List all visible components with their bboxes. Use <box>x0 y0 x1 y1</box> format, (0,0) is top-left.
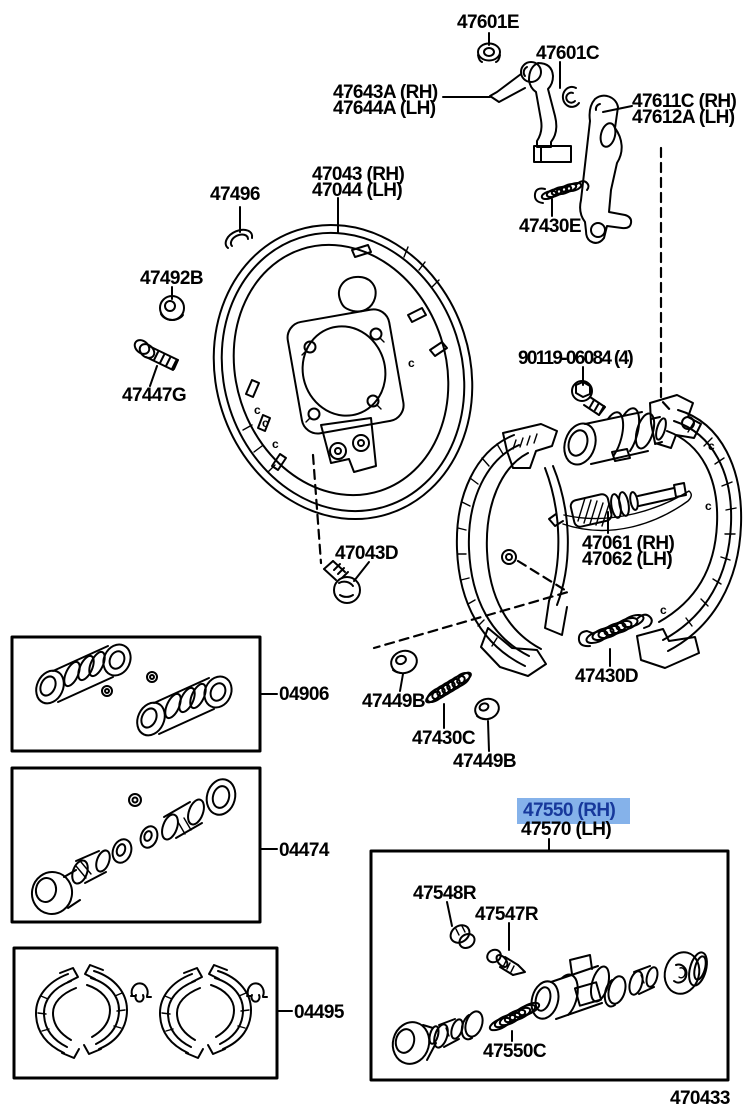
nut-47601e-drawing <box>477 42 501 63</box>
bleeder-cap-47548r-drawing <box>449 924 476 950</box>
cup-left-drawing <box>460 1010 484 1041</box>
part-label-47043: 47043 (RH) <box>312 164 405 185</box>
clip-47496-drawing <box>224 228 254 249</box>
cup-right-drawing <box>603 975 627 1008</box>
part-label-47043d: 47043D <box>335 543 399 564</box>
piston-left-drawing <box>433 1018 464 1049</box>
part-label-47612a: 47612A (LH) <box>632 107 735 128</box>
plate-mark-c-1: c <box>408 356 415 370</box>
part-label-47061: 47061 (RH) <box>582 533 675 554</box>
spring-47430c-drawing <box>425 671 472 704</box>
plate-mark-c-3: c <box>262 416 269 430</box>
part-label-04495: 04495 <box>294 1002 344 1023</box>
part-label-47447g: 47447G <box>122 385 187 406</box>
bolt-47043d-drawing <box>323 560 361 604</box>
part-label-90119-06084: 90119-06084 (4) <box>518 348 634 369</box>
leader-lines <box>149 32 633 1042</box>
figure-code: 470433 <box>670 1088 730 1108</box>
part-label-47430c: 47430C <box>412 728 476 749</box>
backing-plate-drawing <box>212 223 474 521</box>
part-label-47062: 47062 (LH) <box>582 549 673 570</box>
part-label-47547r: 47547R <box>475 904 539 925</box>
boot-right-drawing <box>663 951 708 995</box>
kit-box-47550 <box>369 849 730 1082</box>
brake-shoe-right-drawing <box>636 394 743 669</box>
plate-mark-c-4: c <box>272 437 279 451</box>
part-label-47430e: 47430E <box>519 216 582 237</box>
bolt-90119-drawing <box>571 380 606 416</box>
part-label-47430d: 47430D <box>575 666 639 687</box>
highlight-selected-part <box>517 798 630 824</box>
washer-47449b-b-drawing <box>474 697 500 721</box>
part-label-47449b-b: 47449B <box>453 751 517 772</box>
shoe-mark-c-1: c <box>708 439 715 453</box>
wheel-cylinder-assembled-drawing <box>563 407 667 466</box>
plate-mark-c-2: c <box>254 403 261 417</box>
spring-47430e-drawing <box>533 180 590 204</box>
kit-box-04495 <box>12 946 279 1080</box>
adjuster-47061-drawing <box>548 482 692 532</box>
part-label-47601c: 47601C <box>536 43 600 64</box>
spring-47430d-drawing <box>577 613 653 648</box>
kit-box-04474 <box>10 766 262 924</box>
spring-47550c-drawing <box>488 1001 541 1032</box>
part-label-04906: 04906 <box>279 684 329 705</box>
bleeder-screw-47547r-drawing <box>486 948 526 976</box>
part-label-47449b-a: 47449B <box>362 691 426 712</box>
part-label-04474: 04474 <box>279 840 329 861</box>
shoe-mark-c-3: c <box>660 603 667 617</box>
parking-brake-lever-47611c-drawing <box>579 94 633 244</box>
part-label-47550-selected[interactable]: 47550 (RH) <box>523 800 616 821</box>
part-label-47601e: 47601E <box>457 12 520 33</box>
bolt-47447g-drawing <box>133 339 179 371</box>
clip-47601c-drawing <box>561 85 580 108</box>
part-label-47643a: 47643A (RH) <box>333 82 438 103</box>
kit-box-04906 <box>10 635 262 753</box>
wheel-cylinder-body-drawing <box>530 954 611 1020</box>
nut-47492b-drawing <box>159 295 185 321</box>
piston-right-drawing <box>628 965 659 996</box>
part-label-47496: 47496 <box>210 184 260 205</box>
boot-left-drawing <box>391 1021 440 1065</box>
part-label-47492b: 47492B <box>140 268 204 289</box>
part-label-47044: 47044 (LH) <box>312 180 403 201</box>
parking-brake-bracket-47643a-drawing <box>489 61 572 163</box>
brake-shoe-left-drawing <box>455 423 569 677</box>
part-label-47644a: 47644A (LH) <box>333 98 436 119</box>
part-label-47548r: 47548R <box>413 883 477 904</box>
part-label-47611c: 47611C (RH) <box>632 91 737 112</box>
part-label-47570: 47570 (LH) <box>521 819 612 840</box>
part-label-47550c: 47550C <box>483 1041 547 1062</box>
assembly-reference-dashed-lines <box>311 146 674 650</box>
shoe-mark-c-2: c <box>705 499 712 513</box>
washer-47449b-a-drawing <box>390 649 418 675</box>
